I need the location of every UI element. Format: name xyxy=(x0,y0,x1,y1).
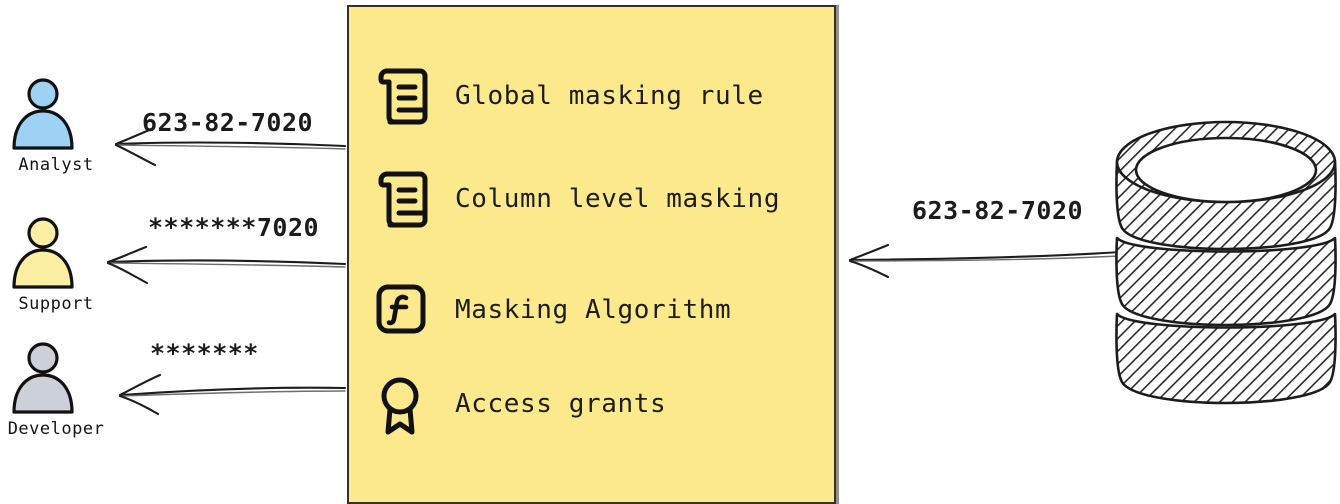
policy-item-label: Global masking rule xyxy=(455,81,764,111)
arrow-to-developer xyxy=(118,373,347,416)
function-f-icon xyxy=(376,284,426,334)
policy-list: Global masking rule Column level masking… xyxy=(349,7,834,502)
actor-support-label: Support xyxy=(18,294,94,314)
person-icon xyxy=(12,78,74,150)
policy-item-access-grants[interactable]: Access grants xyxy=(373,373,666,435)
policy-item-label: Masking Algorithm xyxy=(455,295,732,325)
database-cylinder-icon xyxy=(1115,120,1337,405)
award-ribbon-icon xyxy=(381,377,419,435)
policy-item-global-masking-rule[interactable]: Global masking rule xyxy=(373,65,764,127)
arrow-source-to-panel xyxy=(848,243,1122,279)
actor-support[interactable]: Support xyxy=(0,215,116,314)
arrow-to-analyst xyxy=(114,126,347,167)
actor-developer[interactable]: Developer xyxy=(0,340,116,439)
policy-item-column-level-masking[interactable]: Column level masking xyxy=(373,168,780,230)
flow-value-developer: ******* xyxy=(150,339,259,368)
scroll-document-icon xyxy=(378,171,428,228)
policy-item-label: Access grants xyxy=(455,389,667,419)
arrow-to-support xyxy=(106,245,347,285)
actor-analyst[interactable]: Analyst xyxy=(0,76,116,175)
flow-value-analyst: 623-82-7020 xyxy=(142,108,314,137)
flow-value-support: *******7020 xyxy=(148,213,320,242)
person-icon xyxy=(12,217,74,289)
person-icon xyxy=(12,342,74,414)
policy-item-label: Column level masking xyxy=(455,184,781,214)
policy-panel: Global masking rule Column level masking… xyxy=(347,5,836,504)
actor-analyst-label: Analyst xyxy=(18,155,94,175)
flow-value-source: 623-82-7020 xyxy=(912,196,1084,225)
scroll-document-icon xyxy=(378,68,428,125)
policy-item-masking-algorithm[interactable]: Masking Algorithm xyxy=(373,279,731,341)
actor-developer-label: Developer xyxy=(7,419,105,439)
